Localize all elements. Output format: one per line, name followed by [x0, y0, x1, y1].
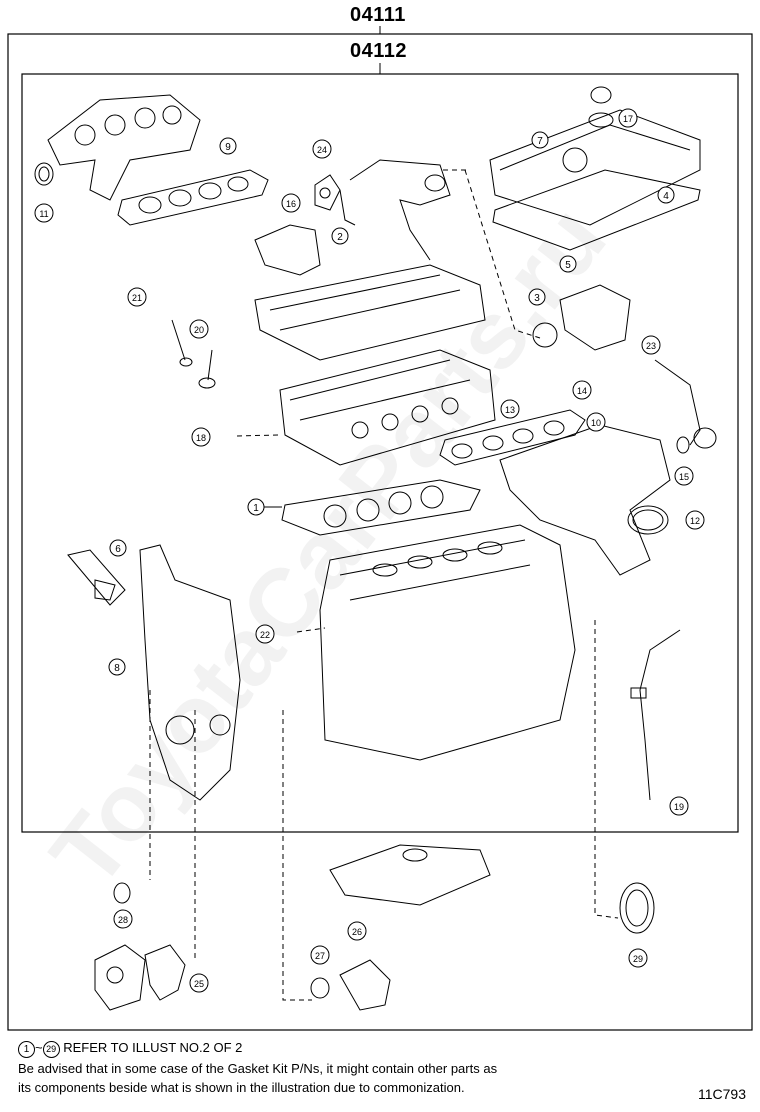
callout-14: 14 — [572, 380, 592, 400]
callout-3: 3 — [528, 288, 546, 306]
svg-text:13: 13 — [505, 405, 515, 415]
camshaft-housing — [254, 264, 486, 361]
intake-manifold — [499, 424, 671, 576]
gasket-12 — [627, 505, 669, 535]
svg-text:22: 22 — [260, 630, 270, 640]
callout-26: 26 — [347, 921, 367, 941]
illustration-code: 11C793 — [697, 1086, 746, 1102]
rear-oil-seal-29 — [619, 882, 655, 934]
svg-text:5: 5 — [565, 260, 571, 271]
refer-note: 1~29 REFER TO ILLUST NO.2 OF 2 — [18, 1038, 242, 1058]
callout-16: 16 — [281, 193, 301, 213]
water-pipe — [654, 359, 717, 454]
callout-27: 27 — [310, 945, 330, 965]
water-outlet — [532, 284, 631, 351]
refer-range-start: 1 — [18, 1041, 35, 1058]
svg-text:28: 28 — [118, 915, 128, 925]
svg-text:2: 2 — [337, 232, 343, 243]
callout-19: 19 — [669, 796, 689, 816]
callout-10: 10 — [586, 412, 606, 432]
oil-filler-cap — [588, 86, 614, 128]
head-cover-gasket-5 — [492, 169, 701, 251]
cylinder-head-cover — [489, 109, 701, 226]
callout-15: 15 — [674, 466, 694, 486]
thermostat — [310, 959, 391, 1011]
svg-text:21: 21 — [132, 293, 142, 303]
refer-text: REFER TO ILLUST NO.2 OF 2 — [63, 1040, 243, 1055]
callout-9: 9 — [219, 137, 237, 155]
refer-range-sep: ~ — [35, 1040, 43, 1055]
svg-text:4: 4 — [663, 191, 669, 202]
svg-text:26: 26 — [352, 927, 362, 937]
svg-text:20: 20 — [194, 325, 204, 335]
outer-kit-frame — [7, 33, 753, 1031]
svg-text:7: 7 — [537, 136, 543, 147]
callout-12: 12 — [685, 510, 705, 530]
refer-range-end: 29 — [42, 1041, 60, 1058]
intake-manifold-gasket-10 — [439, 409, 586, 466]
callout-24: 24 — [312, 139, 332, 159]
callout-25: 25 — [189, 973, 209, 993]
callout-8: 8 — [108, 658, 126, 676]
callout-29: 29 — [628, 948, 648, 968]
svg-text:16: 16 — [286, 199, 296, 209]
callout-20: 20 — [189, 319, 209, 339]
egr-gasket-24 — [314, 174, 341, 211]
exhaust-manifold — [47, 94, 201, 201]
water-pump-gasket-25 — [144, 944, 186, 1001]
svg-text:15: 15 — [679, 472, 689, 482]
exhaust-manifold-gasket — [117, 169, 269, 226]
cylinder-head — [279, 349, 496, 466]
valves — [171, 319, 216, 389]
svg-text:18: 18 — [196, 433, 206, 443]
outer-kit-number: 04111 — [350, 4, 406, 26]
oil-seal-11 — [34, 162, 54, 186]
callout-6: 6 — [109, 539, 127, 557]
callout-2: 2 — [331, 227, 349, 245]
oil-pan — [329, 844, 491, 906]
callout-markers: 1 2 3 4 5 6 7 8 9 10 11 12 13 14 15 16 1… — [34, 108, 705, 993]
cam-housing-small — [254, 224, 321, 276]
callout-11: 11 — [34, 203, 54, 223]
advisory-line-2: its components beside what is shown in t… — [18, 1080, 465, 1095]
svg-text:1: 1 — [253, 503, 259, 514]
callout-17: 17 — [618, 108, 638, 128]
callout-1: 1 — [247, 498, 282, 516]
svg-text:23: 23 — [646, 341, 656, 351]
svg-text:3: 3 — [534, 293, 540, 304]
oil-level-gauge — [630, 629, 681, 801]
callout-7: 7 — [531, 131, 549, 149]
callout-28: 28 — [113, 909, 133, 929]
svg-text:12: 12 — [690, 516, 700, 526]
inner-kit-number: 04112 — [350, 40, 408, 62]
advisory-line-1: Be advised that in some case of the Gask… — [18, 1061, 498, 1076]
gasket-6 — [67, 549, 126, 606]
svg-text:19: 19 — [674, 802, 684, 812]
cylinder-block — [319, 524, 576, 761]
svg-text:29: 29 — [633, 954, 643, 964]
oil-seal-28 — [113, 882, 131, 904]
svg-text:14: 14 — [577, 386, 587, 396]
callout-21: 21 — [127, 287, 147, 307]
svg-text:11: 11 — [39, 209, 48, 219]
callout-4: 4 — [657, 186, 675, 204]
svg-text:27: 27 — [315, 951, 325, 961]
water-pump — [94, 944, 146, 1011]
callout-5: 5 — [559, 255, 577, 273]
svg-text:6: 6 — [115, 544, 121, 555]
callout-23: 23 — [641, 335, 661, 355]
callout-13: 13 — [500, 399, 520, 419]
callout-22: 22 — [255, 624, 275, 644]
callout-18: 18 — [191, 427, 211, 447]
head-gasket-1 — [281, 479, 481, 536]
svg-text:25: 25 — [194, 979, 204, 989]
svg-text:9: 9 — [225, 142, 231, 153]
svg-text:17: 17 — [623, 114, 633, 124]
timing-chain-cover — [139, 544, 241, 801]
svg-text:24: 24 — [317, 145, 327, 155]
egr-assembly — [339, 159, 451, 261]
svg-text:10: 10 — [591, 418, 601, 428]
svg-text:8: 8 — [114, 663, 120, 674]
